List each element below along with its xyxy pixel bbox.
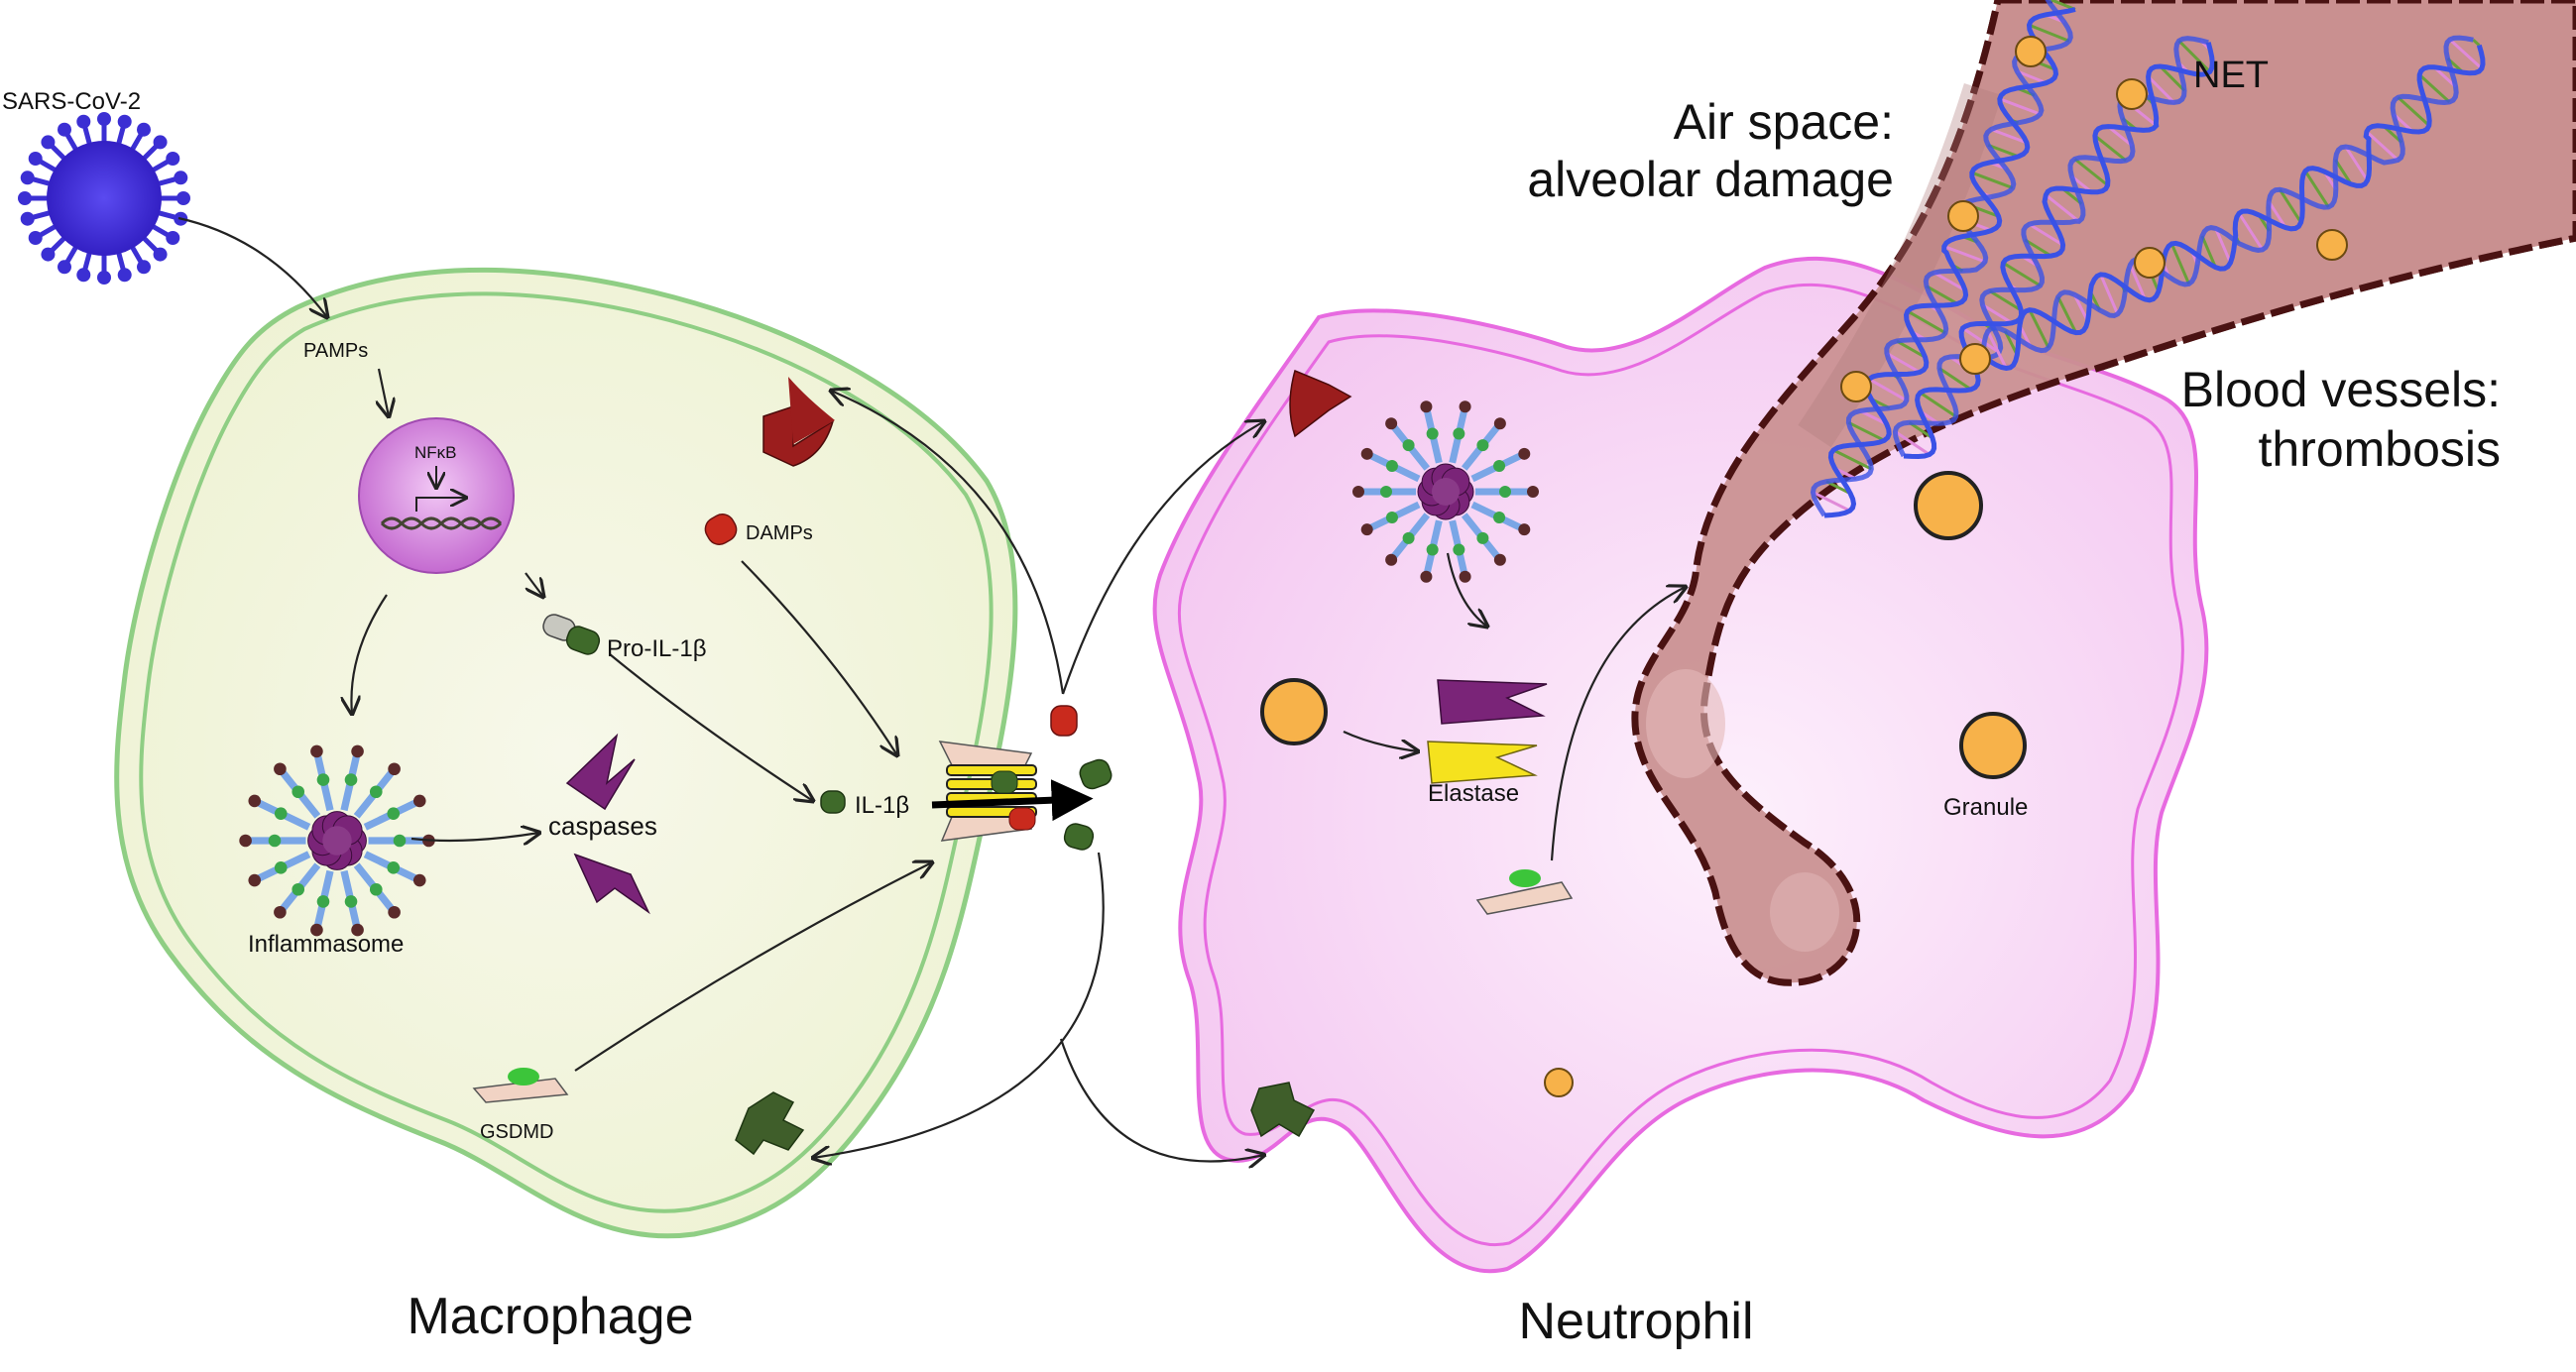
net-dna-strands [1810,0,2486,518]
label-caspases: caspases [548,811,657,841]
macrophage-cell [114,267,1018,1239]
net-granules [1840,36,2348,402]
label-neutrophil: Neutrophil [1518,1293,1753,1350]
macrophage-red-receptor-icon [762,377,835,467]
pathway-arrows [177,216,1686,1162]
label-elastase: Elastase [1428,780,1519,807]
label-blood-2: thrombosis [2258,421,2501,477]
nucleus [358,417,515,574]
label-gsdmd: GSDMD [480,1121,553,1143]
label-inflammasome: Inflammasome [248,931,404,958]
label-blood-1: Blood vessels: [2181,362,2501,417]
label-il1b: IL-1β [855,792,909,819]
il1b-icon [820,790,846,814]
neutrophil-inflammasome-icon [1352,400,1539,583]
pro-il1b-icon [542,614,601,655]
label-virus: SARS-CoV-2 [2,88,141,115]
sars-cov-2-virus-icon [18,112,190,285]
macrophage-inner-membrane [139,291,994,1213]
granule-icon [1544,1068,1574,1097]
granule-icon [1260,678,1328,745]
neutrophil-red-receptor-icon [1289,369,1352,438]
granule-icon [1914,471,1983,540]
label-damps: DAMPs [746,522,813,544]
label-net: NET [2193,55,2269,96]
label-macrophage: Macrophage [407,1288,693,1345]
granule-icon [1959,712,2027,779]
label-nfkb: NFκB [414,443,457,462]
inflammasome-icon [239,744,435,937]
neutrophil-gsdmd-icon [1475,869,1574,915]
label-pamps: PAMPs [303,340,368,362]
neutrophil-granules [1260,471,2027,1097]
macrophage-green-receptor-icon [735,1091,805,1156]
elastase-icon [1427,679,1548,784]
label-air-space-2: alveolar damage [1527,152,1894,207]
damp-icon [704,514,738,545]
neutrophil-green-receptor-icon [1250,1082,1316,1138]
caspases-icon [565,733,650,915]
macrophage-outer-membrane [114,267,1018,1239]
gsdmd-icon [472,1068,569,1103]
label-air-space-1: Air space: [1674,94,1894,150]
released-particles [1050,705,1112,851]
label-pro-il1b: Pro-IL-1β [607,635,707,662]
label-granule: Granule [1943,794,2028,821]
gasdermin-pore-icon [931,741,1094,842]
labels: SARS-CoV-2 PAMPs NFκB Pro-IL-1β IL-1β DA… [2,55,2501,1350]
